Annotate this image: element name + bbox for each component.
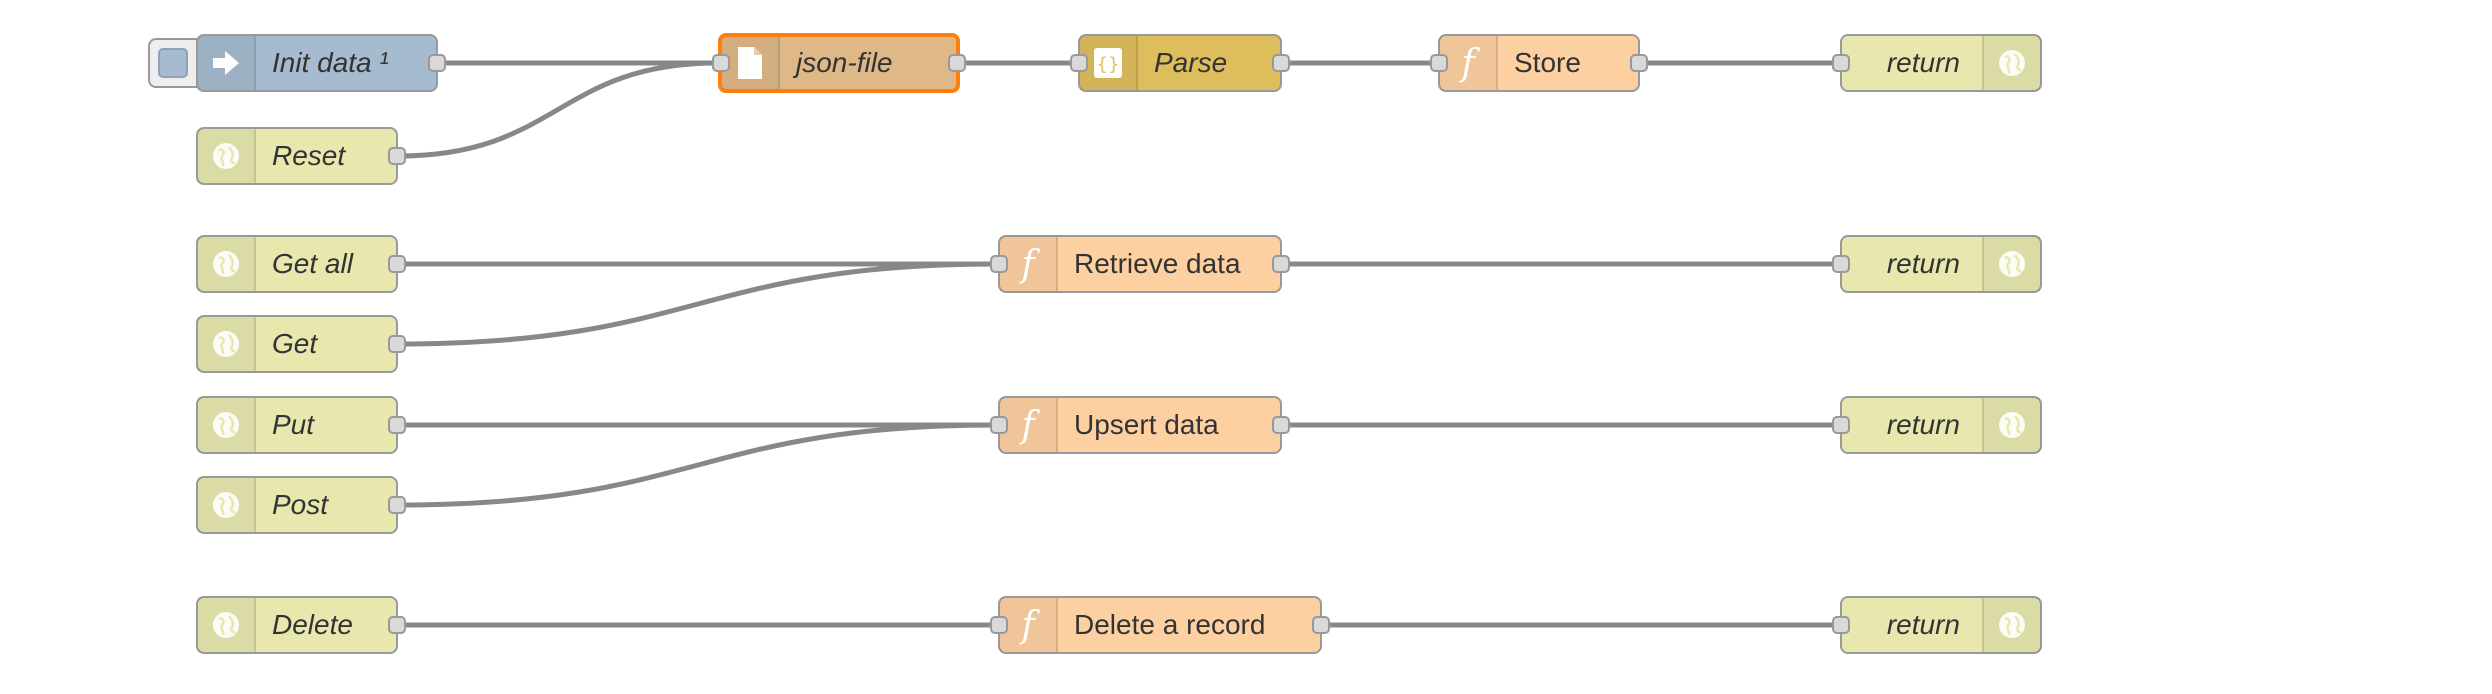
wire-post-to-upsert[interactable] bbox=[397, 422, 999, 508]
output-port[interactable] bbox=[1272, 416, 1290, 434]
node-label: Get bbox=[272, 328, 318, 359]
svg-text:f: f bbox=[1018, 244, 1040, 284]
http-response-node-return-4[interactable]: return bbox=[1832, 596, 2042, 654]
output-port[interactable] bbox=[388, 335, 406, 353]
node-label: return bbox=[1886, 409, 1960, 440]
node-label: return bbox=[1886, 609, 1960, 640]
function-node-delete-a-record[interactable]: f Delete a record bbox=[990, 596, 1330, 654]
node-label: Parse bbox=[1154, 47, 1228, 78]
node-label: Post bbox=[272, 489, 329, 520]
inject-trigger-button[interactable] bbox=[148, 38, 198, 88]
json-braces-icon: {} bbox=[1080, 36, 1138, 90]
svg-text:f: f bbox=[1018, 605, 1040, 645]
globe-icon bbox=[1982, 398, 2040, 452]
globe-icon bbox=[198, 598, 256, 652]
output-port[interactable] bbox=[1630, 54, 1648, 72]
node-label: json-file bbox=[796, 47, 893, 78]
json-node-parse[interactable]: {} Parse bbox=[1070, 34, 1290, 92]
node-label: Delete a record bbox=[1074, 609, 1266, 640]
function-icon: f bbox=[1000, 237, 1058, 291]
function-icon: f bbox=[1440, 36, 1498, 90]
node-label: Init data ¹ bbox=[272, 47, 389, 78]
svg-text:f: f bbox=[1458, 43, 1480, 83]
globe-icon bbox=[198, 237, 256, 291]
output-port[interactable] bbox=[388, 496, 406, 514]
input-port[interactable] bbox=[990, 616, 1008, 634]
http-response-node-return-1[interactable]: return bbox=[1832, 34, 2042, 92]
function-node-retrieve-data[interactable]: f Retrieve data bbox=[990, 235, 1290, 293]
input-port[interactable] bbox=[1832, 54, 1850, 72]
function-node-store[interactable]: f Store bbox=[1430, 34, 1648, 92]
globe-icon bbox=[1982, 36, 2040, 90]
output-port[interactable] bbox=[388, 147, 406, 165]
http-in-node-post[interactable]: Post bbox=[196, 476, 406, 534]
http-response-node-return-2[interactable]: return bbox=[1832, 235, 2042, 293]
globe-icon bbox=[1982, 598, 2040, 652]
http-in-node-get[interactable]: Get bbox=[196, 315, 406, 373]
arrow-in-icon bbox=[198, 36, 256, 90]
output-port[interactable] bbox=[948, 54, 966, 72]
input-port[interactable] bbox=[1832, 616, 1850, 634]
input-port[interactable] bbox=[1070, 54, 1088, 72]
node-label: Store bbox=[1514, 47, 1581, 78]
http-in-node-reset[interactable]: Reset bbox=[196, 127, 406, 185]
output-port[interactable] bbox=[1272, 255, 1290, 273]
input-port[interactable] bbox=[990, 255, 1008, 273]
node-label: Retrieve data bbox=[1074, 248, 1241, 279]
input-port[interactable] bbox=[712, 54, 730, 72]
http-response-node-return-3[interactable]: return bbox=[1832, 396, 2042, 454]
wire-reset-to-jsonfile[interactable] bbox=[397, 60, 719, 159]
output-port[interactable] bbox=[428, 54, 446, 72]
inject-node-init-data[interactable]: Init data ¹ bbox=[148, 34, 446, 92]
input-port[interactable] bbox=[1832, 416, 1850, 434]
function-icon: f bbox=[1000, 598, 1058, 652]
output-port[interactable] bbox=[388, 255, 406, 273]
globe-icon bbox=[1982, 237, 2040, 291]
output-port[interactable] bbox=[388, 416, 406, 434]
function-node-upsert-data[interactable]: f Upsert data bbox=[990, 396, 1290, 454]
function-icon: f bbox=[1000, 398, 1058, 452]
node-label: return bbox=[1886, 248, 1960, 279]
svg-text:f: f bbox=[1018, 405, 1040, 445]
file-icon bbox=[722, 37, 780, 89]
output-port[interactable] bbox=[388, 616, 406, 634]
output-port[interactable] bbox=[1272, 54, 1290, 72]
http-in-node-get-all[interactable]: Get all bbox=[196, 235, 406, 293]
http-in-node-delete[interactable]: Delete bbox=[196, 596, 406, 654]
node-label: Reset bbox=[272, 140, 346, 171]
node-label: return bbox=[1886, 47, 1960, 78]
globe-icon bbox=[198, 317, 256, 371]
http-in-node-put[interactable]: Put bbox=[196, 396, 406, 454]
node-label: Get all bbox=[272, 248, 353, 279]
input-port[interactable] bbox=[1430, 54, 1448, 72]
node-label: Delete bbox=[272, 609, 353, 640]
globe-icon bbox=[198, 478, 256, 532]
output-port[interactable] bbox=[1312, 616, 1330, 634]
wire-get-to-retrieve[interactable] bbox=[397, 261, 999, 347]
input-port[interactable] bbox=[990, 416, 1008, 434]
file-node-json-file[interactable]: json-file bbox=[712, 33, 966, 93]
globe-icon bbox=[198, 129, 256, 183]
node-label: Put bbox=[272, 409, 315, 440]
svg-text:{}: {} bbox=[1097, 54, 1120, 75]
node-label: Upsert data bbox=[1074, 409, 1219, 440]
input-port[interactable] bbox=[1832, 255, 1850, 273]
globe-icon bbox=[198, 398, 256, 452]
